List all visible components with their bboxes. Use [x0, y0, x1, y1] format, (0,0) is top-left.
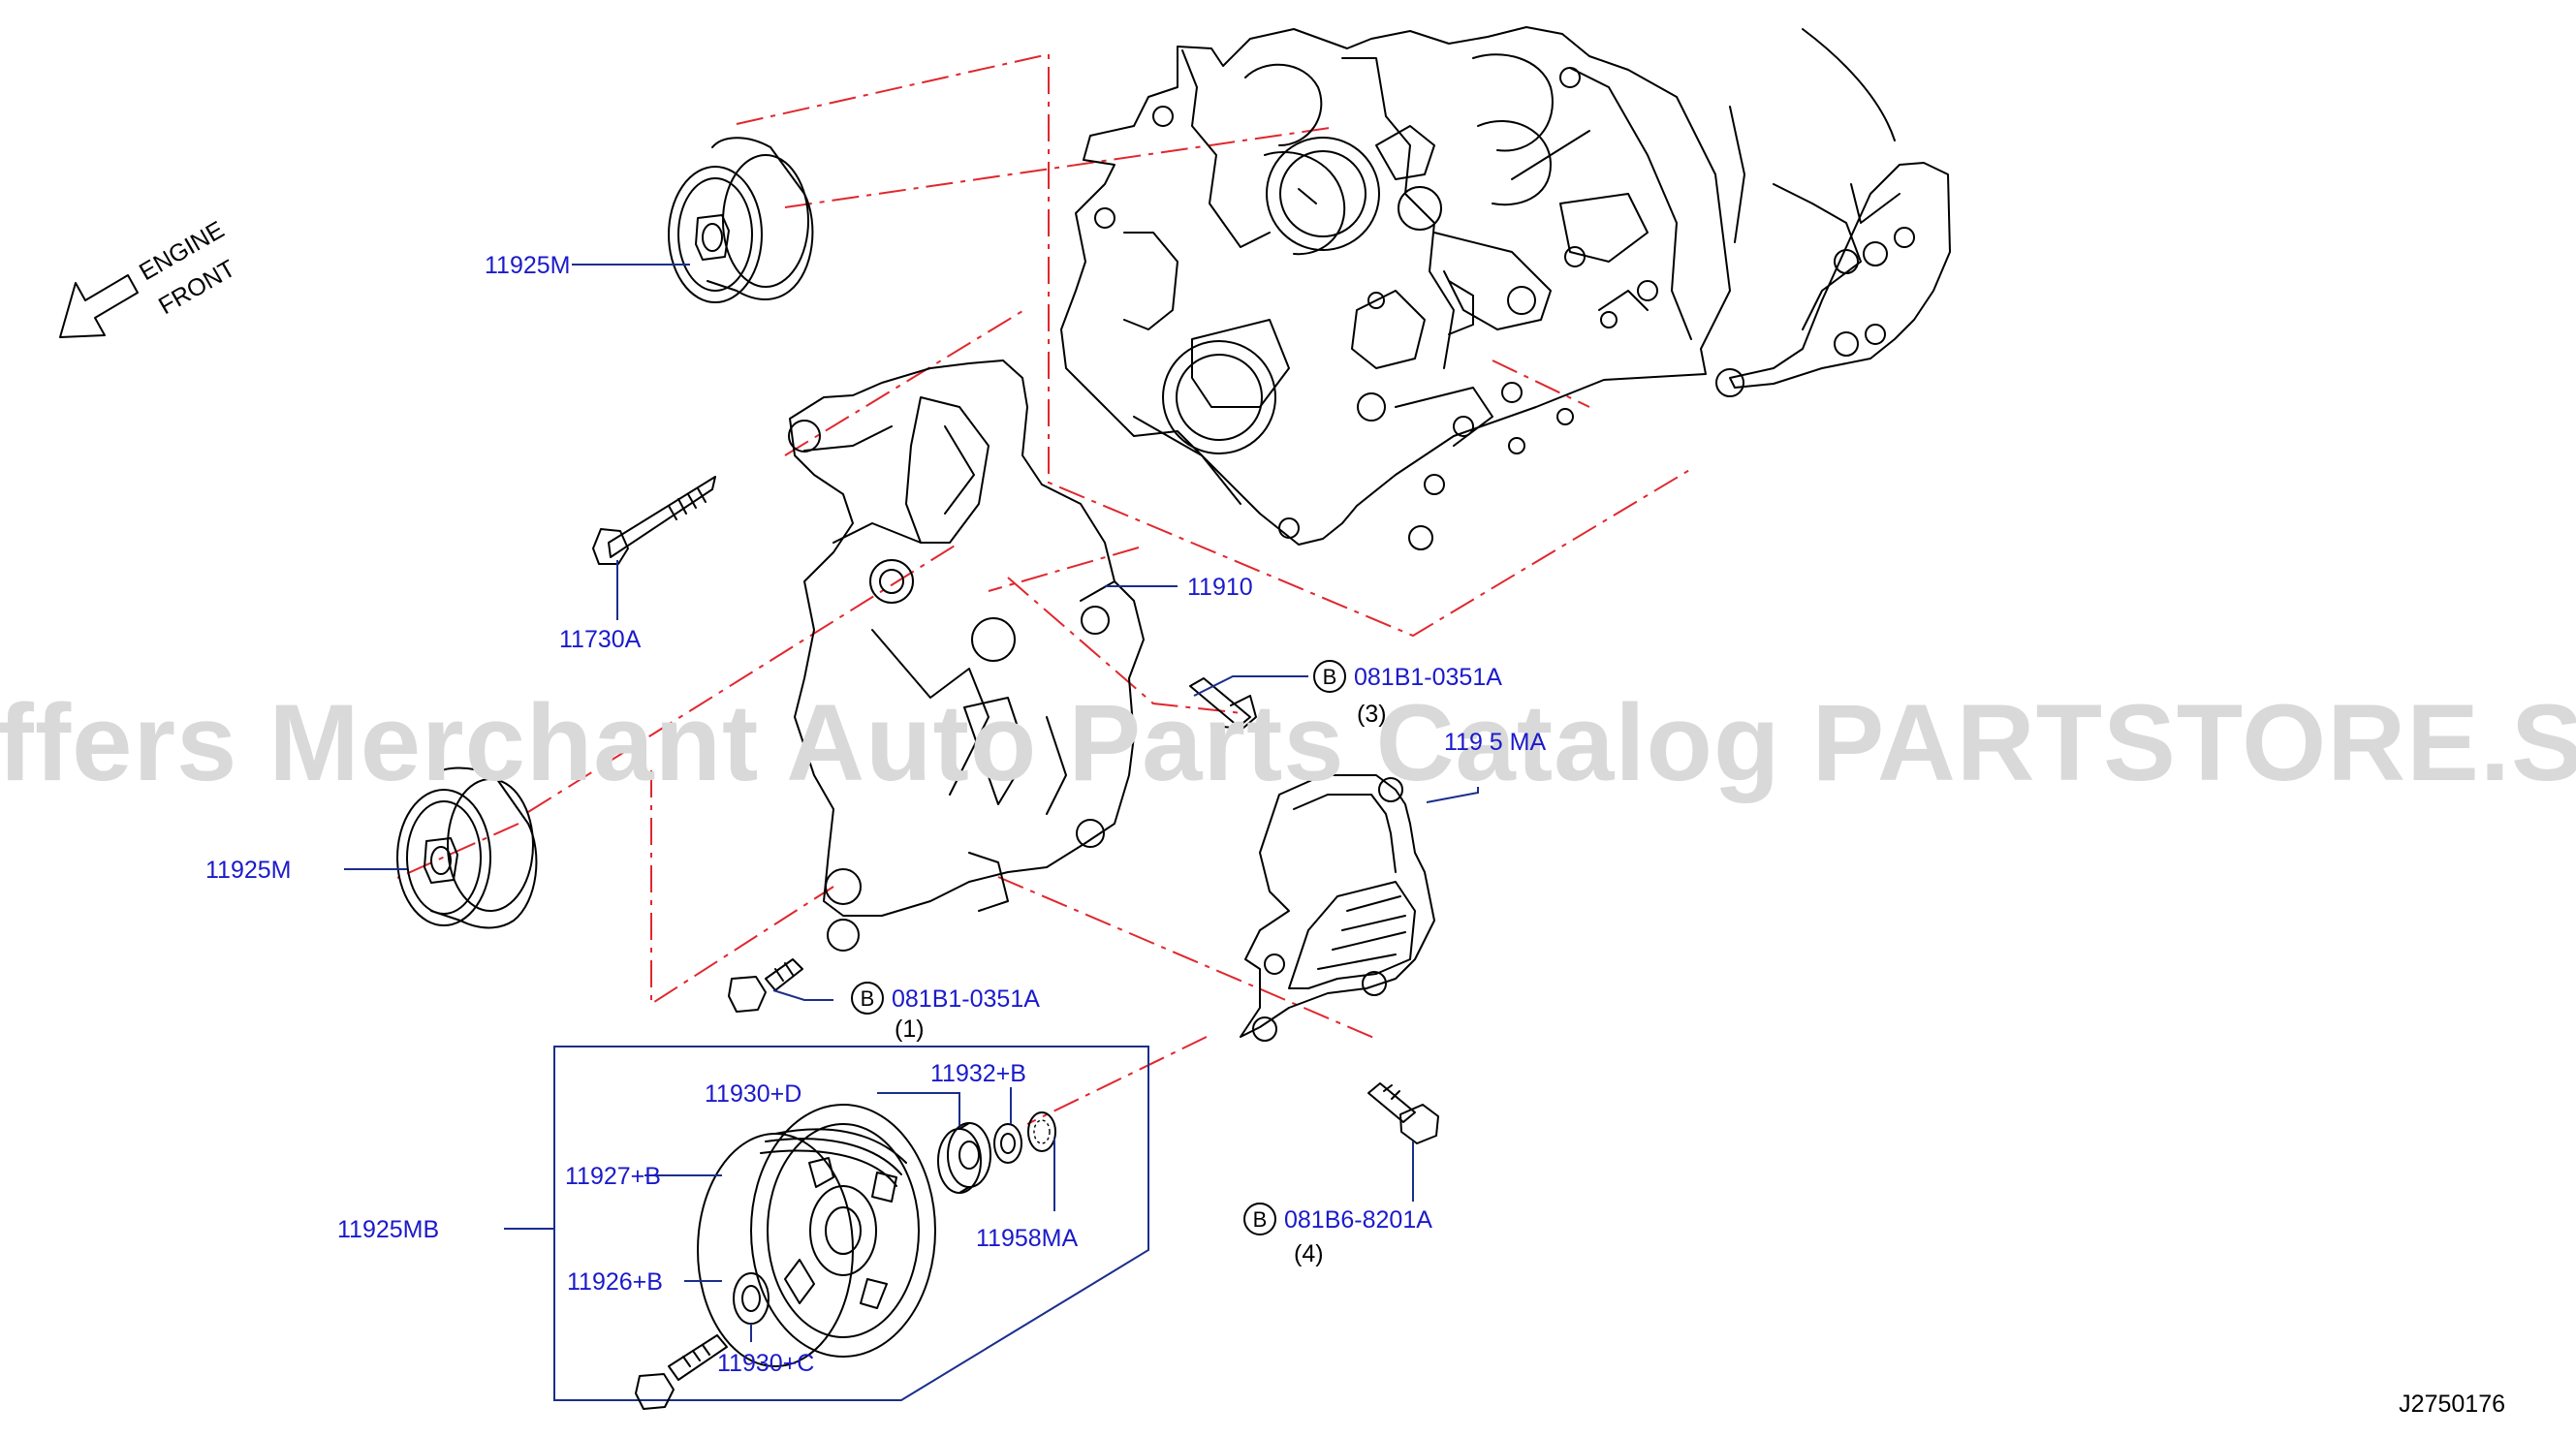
label-idler-upper: 11925M: [485, 252, 571, 279]
callout-quantity: (4): [1294, 1240, 1324, 1267]
bolt-11730a: [592, 476, 716, 565]
callout-bolt-4: B 081B6-8201A (4): [1243, 1203, 1432, 1267]
badge-b-icon: [1243, 1203, 1276, 1235]
callout-bolt-3: B 081B1-0351A (3): [1313, 660, 1502, 728]
callout-quantity: (3): [1357, 701, 1387, 728]
label-snap-ring: 11958MA: [976, 1225, 1078, 1252]
label-bearing-outer: 11930+D: [705, 1080, 801, 1108]
engine-front-indicator: ENGINE FRONT: [59, 216, 240, 338]
badge-letter: B: [1253, 1207, 1268, 1232]
bolt-11926b: [635, 1334, 728, 1410]
bracket-11910: [788, 360, 1145, 952]
label-spacer: 11932+B: [930, 1060, 1026, 1087]
label-pulley-bolt: 11926+B: [567, 1268, 663, 1296]
badge-b-icon: [851, 982, 884, 1015]
callout-part-number: 081B6-8201A: [1284, 1206, 1432, 1234]
arrow-icon: [59, 274, 139, 338]
watermark: Offers Merchant Auto Parts Catalog PARTS…: [0, 682, 2576, 803]
phantom-lines: [396, 52, 1692, 1125]
crank-pulley: [697, 1104, 936, 1367]
idler-pulley-lower: [396, 766, 538, 929]
spacer-11932b: [993, 1123, 1022, 1164]
label-idler-lower: 11925M: [205, 857, 292, 884]
badge-b-icon: [1313, 660, 1346, 693]
bolt-081b1-0351a-1: [728, 958, 803, 1013]
callout-part-number: 081B1-0351A: [892, 985, 1040, 1013]
label-pulley-assy: 11925MB: [337, 1216, 439, 1243]
callout-quantity: (1): [895, 1016, 925, 1043]
badge-letter: B: [861, 986, 875, 1011]
bolt-081b6-8201a-4: [1367, 1082, 1439, 1144]
engine-block: [1060, 26, 1951, 550]
snap-ring-11958ma: [1027, 1111, 1056, 1152]
bearing-11930d: [937, 1122, 991, 1194]
diagram-id: J2750176: [2399, 1391, 2505, 1418]
callout-part-number: 081B1-0351A: [1354, 664, 1502, 691]
label-bearing-inner: 11930+C: [717, 1350, 814, 1377]
label-cover-119-5ma: 119 5 MA: [1444, 729, 1546, 756]
idler-pulley-upper: [668, 137, 814, 303]
part-labels: 11925M 11730A 11910 119 5 MA 11925M 1192…: [205, 252, 1546, 1377]
bearing-11930c: [733, 1272, 770, 1325]
callout-bolt-1: B 081B1-0351A (1): [851, 982, 1040, 1043]
label-bracket-11910: 11910: [1187, 574, 1253, 601]
pulley-assembly-box: [553, 1046, 1149, 1401]
cover-119-5ma: [1240, 774, 1435, 1042]
badge-letter: B: [1323, 665, 1337, 689]
label-pulley: 11927+B: [565, 1163, 661, 1190]
bolt-081b1-0351a-3: [1189, 677, 1257, 730]
leader-lines: [344, 264, 1479, 1342]
label-bolt-11730a: 11730A: [559, 626, 642, 653]
